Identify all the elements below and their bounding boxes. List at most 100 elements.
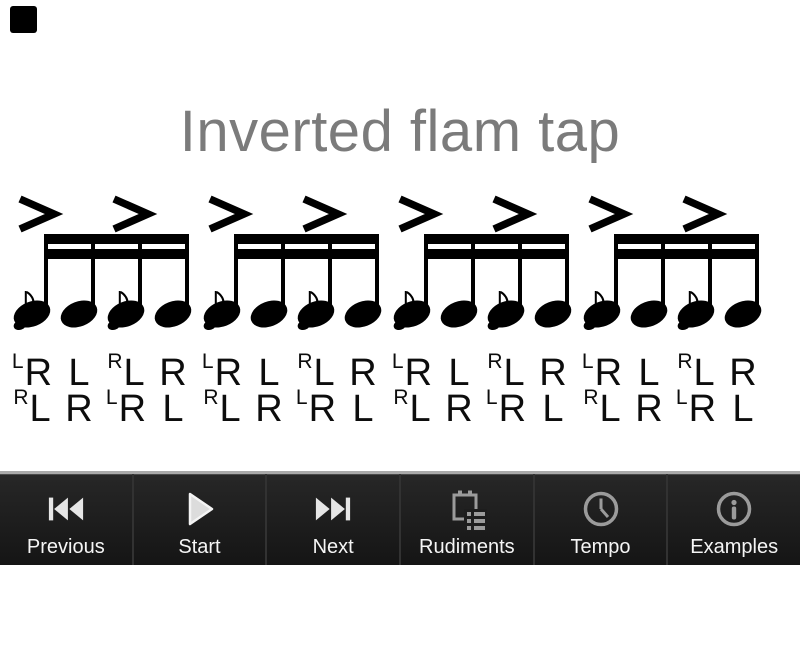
main-sticking-letter: L [219, 388, 241, 430]
note-head [534, 300, 572, 328]
grace-sticking-letter: R [677, 350, 693, 373]
grace-sticking-letter: R [13, 386, 29, 409]
grace-sticking-letter: L [485, 386, 498, 409]
sticking-cell: R [711, 354, 775, 392]
main-sticking-letter: L [123, 352, 145, 394]
main-sticking-letter: R [255, 388, 283, 430]
sticking-cell: R [47, 390, 111, 428]
note-head [440, 300, 478, 328]
note-stem [328, 234, 332, 316]
toolbar-item-previous[interactable]: Previous [0, 474, 132, 565]
beam [44, 234, 189, 244]
sticking-cell: R [331, 354, 395, 392]
grace-note-icon [13, 291, 35, 331]
sticking-cell: R [617, 390, 681, 428]
main-sticking-letter: L [313, 352, 335, 394]
main-sticking-letter: L [599, 388, 621, 430]
accent-icon [492, 195, 538, 233]
sticking-cell: R [141, 354, 205, 392]
beam [424, 234, 569, 244]
notation-score [13, 195, 762, 331]
grace-note-icon [107, 291, 129, 331]
toolbar-item-rudiments[interactable]: Rudiments [399, 474, 533, 565]
grace-note-icon [677, 291, 699, 331]
main-sticking-letter: L [258, 352, 280, 394]
main-sticking-letter: R [445, 388, 473, 430]
grace-sticking-letter: R [583, 386, 599, 409]
grace-sticking-letter: R [297, 350, 313, 373]
toolbar-item-label: Next [312, 536, 354, 558]
accent-icon [682, 195, 728, 233]
toolbar-item-label: Tempo [570, 536, 631, 558]
note-stem [614, 234, 618, 316]
grace-note-icon [487, 291, 509, 331]
main-sticking-letter: R [159, 352, 187, 394]
main-sticking-letter: L [352, 388, 374, 430]
main-sticking-letter: L [162, 388, 184, 430]
main-sticking-letter: R [308, 388, 337, 430]
grace-sticking-letter: L [295, 386, 308, 409]
toolbar-item-label: Previous [26, 536, 105, 558]
note-head [630, 300, 668, 328]
accent-icon [302, 195, 348, 233]
beam [44, 249, 189, 259]
info-icon [715, 489, 753, 529]
main-sticking-letter: R [594, 352, 623, 394]
skip-previous-icon [47, 489, 85, 529]
grace-sticking-letter: L [105, 386, 118, 409]
sticking-cell: L [617, 354, 681, 392]
toolbar-item-next[interactable]: Next [265, 474, 399, 565]
sticking-cell: R [521, 354, 585, 392]
main-sticking-letter: L [68, 352, 90, 394]
note-stem [424, 234, 428, 316]
grace-note-icon [393, 291, 415, 331]
main-sticking-letter: L [503, 352, 525, 394]
sticking-cell: L [47, 354, 111, 392]
toolbar-item-label: Examples [690, 536, 779, 558]
grace-sticking-letter: L [11, 350, 24, 373]
note-stem [518, 234, 522, 316]
note-head [344, 300, 382, 328]
main-sticking-letter: L [732, 388, 754, 430]
beam [234, 234, 379, 244]
note-stem [185, 234, 189, 316]
main-sticking-letter: R [539, 352, 567, 394]
grace-sticking-letter: L [581, 350, 594, 373]
toolbar-item-start[interactable]: Start [131, 474, 266, 565]
grace-note-icon [297, 291, 319, 331]
note-stem [661, 234, 665, 316]
note-stem [234, 234, 238, 316]
accent-icon [208, 195, 254, 233]
main-sticking-letter: R [118, 388, 147, 430]
main-sticking-letter: R [688, 388, 717, 430]
note-stem [138, 234, 142, 316]
toolbar-item-examples[interactable]: Examples [666, 474, 800, 565]
grace-sticking-letter: R [203, 386, 219, 409]
note-head [250, 300, 288, 328]
rudiments-icon [447, 489, 487, 531]
note-stem [755, 234, 759, 316]
rudiment-title: Inverted flam tap [179, 99, 621, 164]
sticking-cell: R [237, 390, 301, 428]
note-stem [281, 234, 285, 316]
main-sticking-letter: R [24, 352, 53, 394]
note-head [724, 300, 762, 328]
grace-sticking-letter: R [393, 386, 409, 409]
beam [614, 234, 759, 244]
main-sticking-letter: R [498, 388, 527, 430]
accent-icon [18, 195, 64, 233]
toolbar-item-tempo[interactable]: Tempo [532, 474, 667, 565]
beam [234, 249, 379, 259]
grace-sticking-letter: R [487, 350, 503, 373]
